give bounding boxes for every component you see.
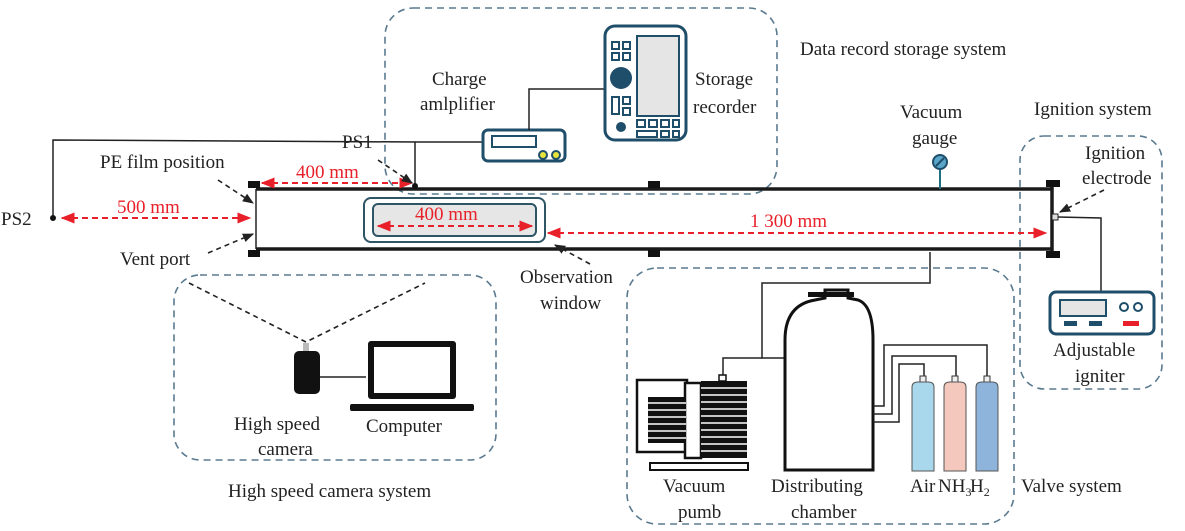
distributing-chamber-icon <box>783 288 875 472</box>
ps2-label: PS2 <box>1 209 32 230</box>
observation-window-label-1: Observation <box>520 267 613 288</box>
observation-window-leader <box>554 244 591 265</box>
observation-window-label-2: window <box>540 293 602 314</box>
ignition-electrode-label-2: electrode <box>1082 168 1152 189</box>
vacuum-pump-label-2: pumb <box>678 502 721 523</box>
distributing-chamber-label-1: Distributing <box>771 476 863 497</box>
gas-label: NH3 <box>938 476 971 499</box>
ignition-electrode-leader <box>1058 189 1105 213</box>
igniter-wire <box>1057 216 1102 291</box>
pump-line <box>722 357 762 377</box>
gas-cylinder-air: Air <box>910 375 936 497</box>
dimension-400mm-ps1-label: 400 mm <box>296 162 359 183</box>
charge-amplifier-icon <box>481 128 567 163</box>
adjustable-igniter-label-1: Adjustable <box>1053 340 1135 361</box>
ignition-system-label: Ignition system <box>1034 99 1152 120</box>
distributing-chamber-label-2: chamber <box>791 502 857 523</box>
dimension-400mm-window-label: 400 mm <box>415 204 478 225</box>
vent-port-label: Vent port <box>120 249 191 270</box>
vacuum-gauge-label-1: Vacuum <box>900 102 962 123</box>
storage-recorder-label-2: recorder <box>693 97 757 118</box>
adjustable-igniter-label-2: igniter <box>1075 366 1125 387</box>
valve-system-label: Valve system <box>1021 476 1122 497</box>
dimension-1300mm-label: 1 300 mm <box>750 211 827 232</box>
camera-system-label: High speed camera system <box>228 481 431 502</box>
gas-label: H2 <box>970 476 990 499</box>
storage-recorder-label-1: Storage <box>695 69 753 90</box>
camera-lens <box>303 343 309 351</box>
ignition-system-boundary <box>1019 135 1163 390</box>
charge-amplifier-label-1: Charge <box>432 69 487 90</box>
high-speed-camera-label-2: camera <box>258 439 313 460</box>
adjustable-igniter-icon <box>1048 290 1156 336</box>
vent-port-leader <box>207 233 255 254</box>
vacuum-line <box>761 252 931 359</box>
ps1-leader <box>377 159 413 184</box>
camera-system-boundary <box>173 274 497 461</box>
gas-label: Air <box>910 476 936 497</box>
camera-field-of-view <box>188 282 426 343</box>
air-line <box>873 363 925 423</box>
computer-label: Computer <box>366 416 443 437</box>
ps1-sensor <box>412 183 418 189</box>
computer-icon <box>350 341 474 411</box>
gas-cylinder-h2: H2 <box>970 375 999 499</box>
vacuum-pump-label-1: Vacuum <box>663 476 725 497</box>
storage-recorder-icon <box>603 24 688 142</box>
amplifier-recorder-wire <box>528 88 605 130</box>
pe-film-leader <box>217 179 254 204</box>
high-speed-camera-icon <box>294 351 320 394</box>
chamber-lid <box>808 292 854 297</box>
ignition-electrode <box>1051 213 1059 221</box>
ps1-label: PS1 <box>342 132 373 153</box>
nh3-line <box>873 355 957 415</box>
ps2-wire <box>52 139 416 218</box>
vacuum-gauge-icon <box>932 154 948 189</box>
h2-line <box>873 344 988 407</box>
charge-amplifier-label-2: amlplifier <box>420 94 496 115</box>
vacuum-pump-icon <box>635 374 749 471</box>
pe-film-label: PE film position <box>100 152 225 173</box>
pump-fins <box>648 387 747 452</box>
ps2-sensor <box>50 215 56 221</box>
vacuum-gauge-label-2: gauge <box>912 128 957 149</box>
data-record-system-boundary <box>384 7 778 195</box>
dimension-500mm-label: 500 mm <box>117 197 180 218</box>
ignition-electrode-label-1: Ignition <box>1085 143 1146 164</box>
explosion-tube <box>248 180 1060 258</box>
high-speed-camera-label-1: High speed <box>234 414 321 435</box>
data-record-system-label: Data record storage system <box>800 39 1007 60</box>
gas-cylinder-nh3: NH3 <box>938 375 971 499</box>
valve-system-boundary <box>626 267 1015 525</box>
